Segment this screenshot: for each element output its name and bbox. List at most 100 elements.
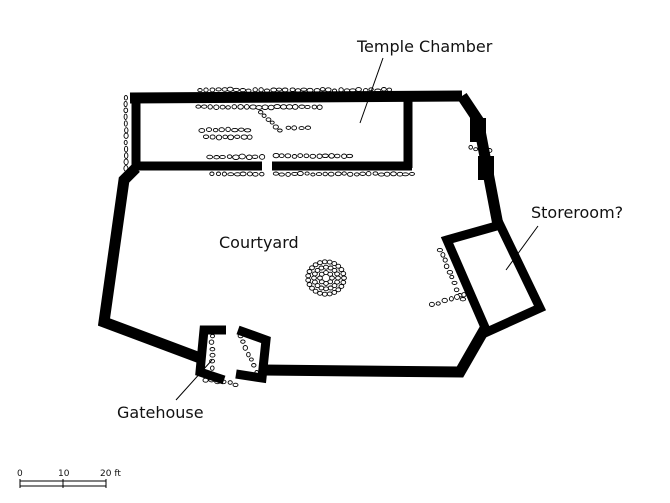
rubble-stone [209,347,216,352]
label-temple-chamber: Temple Chamber [356,37,493,56]
rubble-stone [318,285,325,291]
rubble-stone [331,261,338,267]
rubble-stone [473,147,479,152]
scale-bar: 0 10 20 ft [17,469,121,488]
rubble-stone [285,104,294,110]
rubble-stone [227,380,233,385]
rubble-stone [285,125,292,130]
rubble-stone [245,154,253,161]
rubble-stone [208,339,215,345]
rubble-stone [317,290,323,296]
rubble-stone [340,271,347,277]
rubble-stone [304,104,311,110]
rubble-stone [441,297,448,304]
temple-chamber-walls [131,98,413,171]
scale-label-20: 20 ft [100,469,121,479]
rubble-stone [442,257,448,263]
rubble-stone [198,128,206,133]
rubble-stone [227,172,235,177]
gatehouse-west [195,325,226,385]
rubble-stone [304,171,310,176]
rubble-stone [258,110,264,115]
rubble-stone [443,263,450,270]
rubble-stone [222,134,228,140]
rubble-stone [239,171,247,177]
rubble-stone [215,134,223,141]
rubble-stone [319,87,326,92]
rubble-stone [453,287,460,293]
rubble-stone [210,333,215,339]
rubble-stone [227,134,235,141]
rubble-stone [124,145,129,153]
rubble-stone [309,285,315,291]
rubble-stone [272,171,279,176]
rubble-stone [231,104,238,110]
rubble-stone [249,357,254,362]
rubble-stone [321,291,328,297]
rubble-stone [300,87,308,92]
rubble-stone [331,289,338,295]
rubble-stone [289,87,296,92]
gatehouse-east [235,325,271,384]
north-wall [129,90,463,104]
rubble-stone [436,247,443,253]
rubble-stone [251,154,259,159]
rubble-stone [255,105,263,110]
rubble-stone [314,283,321,289]
rubble-stone [252,171,259,177]
rubble-stone [240,339,246,344]
rubble-stones [123,86,493,388]
rubble-stone [331,267,338,273]
rubble-stone [316,104,323,110]
rubble-stone [281,87,289,93]
rubble-stone [207,104,213,110]
rubble-stone [205,127,213,132]
rubble-stone [252,87,258,93]
rubble-stone [215,171,222,177]
rubble-stone [123,100,128,108]
rubble-stone [334,171,342,177]
leader-temple-chamber [359,57,384,124]
rubble-stone [347,171,354,177]
rubble-stone [328,153,335,159]
rubble-stone [309,153,317,159]
rubble-stone [327,271,334,277]
rubble-stone [238,153,246,160]
gatehouse-walls [195,325,271,385]
rubble-stone [123,132,129,139]
rubble-stone [234,134,241,139]
rubble-stone [322,171,328,177]
rubble-stone [311,104,318,110]
rubble-stone [209,171,215,177]
rubble-stone [124,127,129,134]
rubble-stone [195,104,202,109]
rubble-stone [409,171,415,176]
rubble-stone [213,104,220,110]
rubble-stone [365,171,372,177]
rubble-stone [231,127,239,133]
rubble-stone [213,155,220,160]
rubble-stone [246,171,253,177]
east-wall-block-upper [470,118,486,142]
rubble-stone [338,267,345,273]
rubble-stone [448,296,454,302]
rubble-stone [303,153,310,159]
rubble-stone [341,275,347,281]
rubble-stone [334,279,340,285]
rubble-stone [123,107,129,114]
rubble-stone [123,95,128,101]
rubble-stone [278,172,285,177]
rubble-stone [206,154,214,160]
rubble-stone [446,269,454,275]
rubble-stone [212,127,219,133]
rubble-stone [315,172,323,177]
rubble-stone [123,158,129,166]
rubble-stone [291,125,298,131]
rubble-stone [331,283,338,289]
rubble-stone [334,153,341,159]
rubble-stone [280,104,288,110]
rubble-stone [237,104,244,110]
rubble-stone [277,128,283,133]
rubble-stone [267,104,275,111]
rubble-stone [327,285,334,291]
